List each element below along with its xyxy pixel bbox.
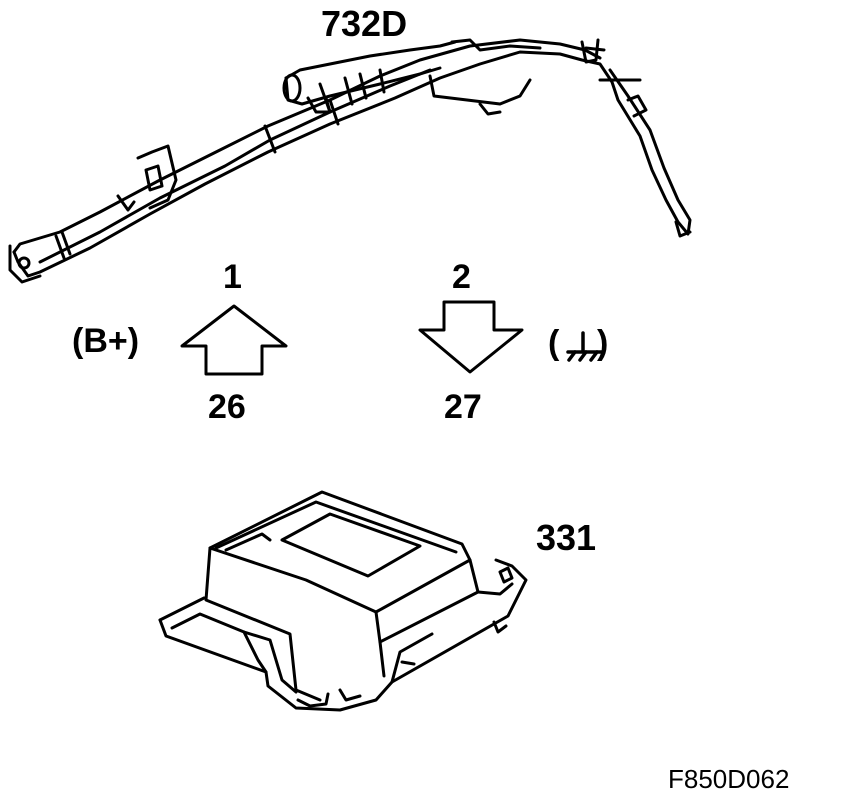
label-ground-close: ) [597,324,609,362]
label-732d: 732D [321,3,408,44]
arrow-up-icon [180,304,288,376]
airbag-module-732d [8,38,692,284]
label-pin-1: 1 [223,258,242,296]
label-pin-2: 2 [452,258,471,296]
label-supply: (B+) [72,322,140,360]
label-pin-27: 27 [444,388,482,426]
arrow-down-icon [418,300,524,374]
label-331: 331 [536,517,597,558]
label-ground-open: ( [548,324,560,362]
figure-code: F850D062 [668,764,790,794]
chassis-ground-icon [566,331,604,362]
label-pin-26: 26 [208,388,246,426]
control-module-331 [158,490,528,712]
